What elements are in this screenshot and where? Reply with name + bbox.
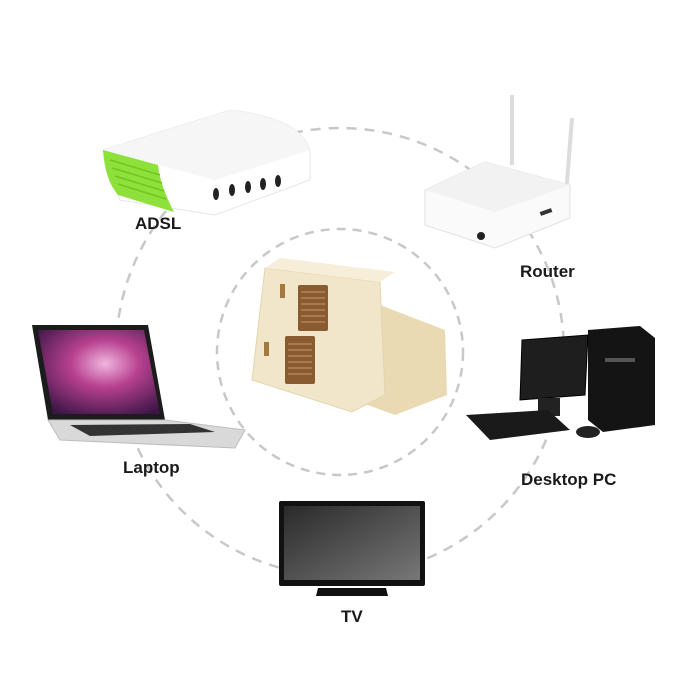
desktop-pc-icon — [466, 326, 655, 440]
node-label-laptop: Laptop — [123, 458, 180, 477]
adsl-modem-icon — [95, 109, 311, 216]
node-label-desktop-pc: Desktop PC — [521, 470, 617, 489]
rj45-splitter-icon — [251, 258, 447, 415]
inner-dashed-ring — [215, 227, 465, 477]
node-label-router: Router — [520, 262, 575, 281]
laptop-icon — [32, 325, 246, 449]
router-icon — [424, 95, 574, 249]
tv-icon — [279, 501, 425, 596]
node-label-adsl: ADSL — [135, 214, 182, 233]
node-label-tv: TV — [341, 607, 363, 626]
